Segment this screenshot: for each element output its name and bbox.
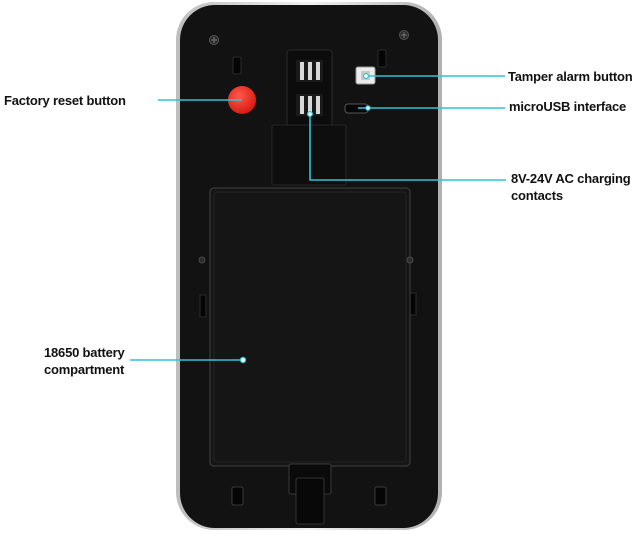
callout-charging [309,112,506,181]
battery-compartment-label-line2: compartment [44,362,125,377]
side-clip [199,294,207,318]
screw-hole [406,256,414,264]
screw-icon [399,30,409,40]
tamper-alarm-label: Tamper alarm button [508,69,633,84]
contact-terminal-upper [296,60,323,82]
battery-compartment-label: 18650 battery compartment [44,344,125,378]
screw-hole [198,256,206,264]
battery-latch [288,463,332,525]
battery-compartment-door [209,187,411,467]
factory-reset-label: Factory reset button [4,93,126,108]
screw-icon [209,35,219,45]
charging-contacts-label-line2: contacts [511,188,563,203]
side-clip [409,292,417,316]
battery-compartment-label-line1: 18650 battery [44,345,125,360]
contact-terminal-lower [296,94,323,116]
microusb-label: microUSB interface [509,99,627,114]
contact-plate [271,124,347,186]
callout-dots [239,72,371,364]
mount-slot [231,486,244,506]
mount-slot [377,49,387,68]
charging-contacts-label-line1: 8V-24V AC charging [511,171,631,186]
mount-slot [232,56,242,75]
mount-slot [374,486,387,506]
callout-lines [130,75,506,361]
charging-contacts-label: 8V-24V AC charging contacts [511,170,631,204]
